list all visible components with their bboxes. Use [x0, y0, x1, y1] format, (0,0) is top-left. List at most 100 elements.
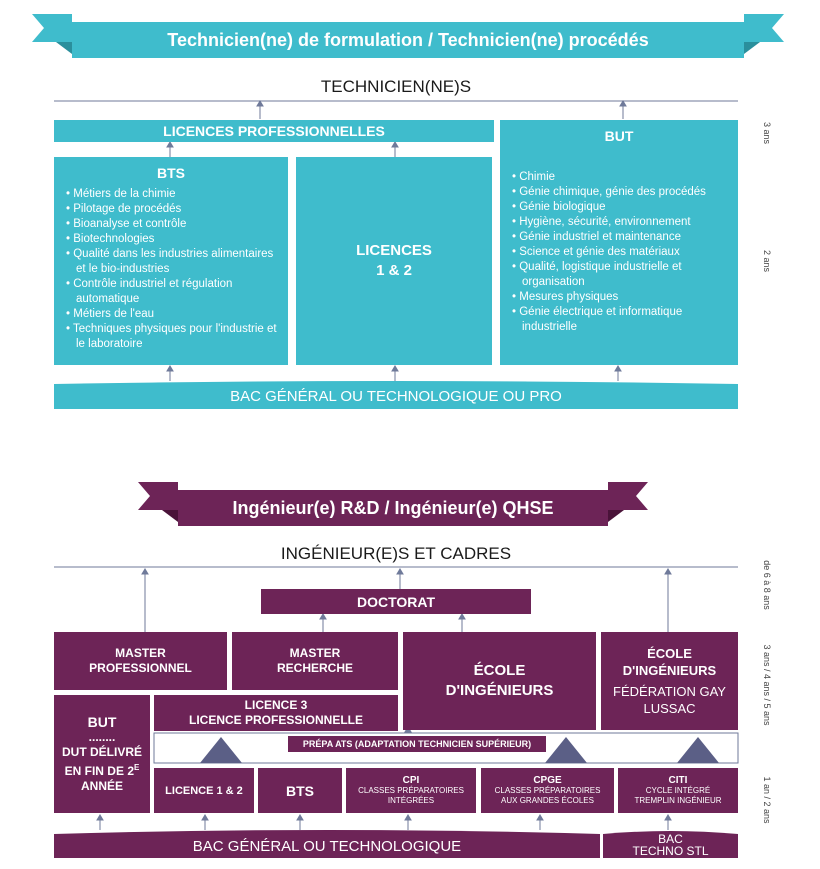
cpge-line2: CLASSES PRÉPARATOIRES [494, 785, 601, 795]
list-item: Techniques physiques pour l'industrie et… [64, 322, 278, 352]
ribbon-fold-left-plum [162, 510, 178, 522]
licences12-line1: LICENCES [356, 242, 432, 259]
licences12-box: LICENCES 1 & 2 [296, 157, 492, 365]
citi-box: CITI CYCLE INTÉGRÉ TREMPLIN INGÉNIEUR [618, 768, 738, 813]
list-item: Qualité dans les industries alimentaires… [64, 247, 278, 277]
list-item: Génie biologique [510, 200, 728, 215]
bts-bottom-box: BTS [258, 768, 342, 813]
licence3-line2: LICENCE PROFESSIONNELLE [188, 713, 364, 727]
bac-bottom: BAC GÉNÉRAL OU TECHNOLOGIQUE [54, 836, 600, 856]
side-label-3ans: 3 ans [762, 121, 772, 145]
ribbon-tail-left-plum [138, 482, 178, 510]
but-dut-title: BUT [87, 713, 117, 730]
licence12-text: LICENCE 1 & 2 [165, 784, 243, 797]
list-item: Métiers de la chimie [64, 187, 278, 202]
banner-ingenieur: Ingénieur(e) R&D / Ingénieur(e) QHSE [178, 490, 608, 526]
list-item: Métiers de l'eau [64, 307, 278, 322]
ecole-ingenieurs-right: ÉCOLE D'INGÉNIEURS FÉDÉRATION GAY LUSSAC [601, 632, 738, 730]
bac-bottom-text: BAC GÉNÉRAL OU TECHNOLOGIQUE [192, 837, 462, 855]
cpi-title: CPI [402, 774, 420, 786]
list-item: Chimie [510, 170, 728, 185]
ribbon-fold-left [56, 42, 72, 54]
list-item: Génie industriel et maintenance [510, 230, 728, 245]
list-item: Pilotage de procédés [64, 202, 278, 217]
citi-line2: CYCLE INTÉGRÉ [645, 785, 711, 795]
master-pro-line2: PROFESSIONNEL [89, 661, 192, 675]
federation-line1: FÉDÉRATION GAY [613, 684, 726, 699]
federation-line2: LUSSAC [643, 701, 696, 716]
bac-stl-line2: TECHNO STL [632, 844, 709, 858]
bts-title: BTS [157, 165, 185, 181]
cpge-title: CPGE [533, 774, 562, 786]
side-label-2ans: 2 ans [762, 249, 772, 273]
cpi-line2: CLASSES PRÉPARATOIRES [358, 785, 464, 795]
doctorat-text: DOCTORAT [356, 593, 436, 610]
bts-bottom-text: BTS [286, 782, 314, 799]
prepa-ats-box: PRÉPA ATS (ADAPTATION TECHNICIEN SUPÉRIE… [288, 736, 546, 752]
banner-technicien: Technicien(ne) de formulation / Technici… [72, 22, 744, 58]
master-rech-line2: RECHERCHE [276, 661, 353, 675]
list-item: Qualité, logistique industrielle et orga… [510, 260, 728, 290]
but-dut-line2-text: EN FIN DE 2 [64, 763, 134, 778]
but-dut-line2: EN FIN DE 2E [65, 760, 140, 779]
ribbon-tail-left [32, 14, 72, 42]
master-rech-line1: MASTER [289, 646, 341, 660]
citi-title: CITI [668, 774, 688, 786]
list-item: Contrôle industriel et régulation automa… [64, 277, 278, 307]
ribbon-tail-right-plum [608, 482, 648, 510]
master-pro-line1: MASTER [115, 646, 166, 660]
master-recherche-box: MASTER RECHERCHE [232, 632, 398, 690]
ecole-right-line2: D'INGÉNIEURS [622, 663, 717, 678]
list-item: Bioanalyse et contrôle [64, 217, 278, 232]
list-item: Mesures physiques [510, 290, 728, 305]
cpge-line3: AUX GRANDES ÉCOLES [501, 795, 594, 805]
licence3-line1: LICENCE 3 [244, 698, 308, 712]
licences-pro-text: LICENCES PROFESSIONNELLES [163, 123, 385, 139]
ribbon-tail-right [744, 14, 784, 42]
prepa-ats-text: PRÉPA ATS (ADAPTATION TECHNICIEN SUPÉRIE… [302, 739, 532, 749]
list-item: Science et génie des matériaux [510, 245, 728, 260]
bts-box: BTS Métiers de la chimie Pilotage de pro… [54, 157, 288, 365]
but-box: BUT Chimie Génie chimique, génie des pro… [500, 120, 738, 365]
list-item: Biotechnologies [64, 232, 278, 247]
side-label-1-2ans: 1 an / 2 ans [762, 776, 772, 824]
ecole-ingenieurs-center: ÉCOLE D'INGÉNIEURS [403, 632, 596, 730]
citi-line3: TREMPLIN INGÉNIEUR [634, 795, 722, 805]
master-pro-box: MASTER PROFESSIONNEL [54, 632, 227, 690]
ribbon-fold-right [744, 42, 760, 54]
bts-list: Métiers de la chimie Pilotage de procédé… [64, 187, 278, 352]
side-label-6-8ans: de 6 à 8 ans [762, 560, 772, 610]
ecole-center-line2: D'INGÉNIEURS [445, 682, 554, 699]
but-dut-line1: DUT DÉLIVRÉ [61, 744, 142, 759]
cpi-box: CPI CLASSES PRÉPARATOIRES INTÉGRÉES [346, 768, 476, 813]
heading-technicien: TECHNICIEN(NE)S [54, 76, 738, 98]
licence12-box: LICENCE 1 & 2 [154, 768, 254, 813]
list-item: Génie chimique, génie des procédés [510, 185, 728, 200]
banner-ingenieur-text: Ingénieur(e) R&D / Ingénieur(e) QHSE [232, 497, 554, 518]
heading-ingenieur: INGÉNIEUR(E)S ET CADRES [54, 543, 738, 565]
ribbon-fold-right-plum [608, 510, 624, 522]
ecole-right-line1: ÉCOLE [647, 646, 692, 661]
but-title: BUT [604, 128, 634, 144]
list-item: Génie électrique et informatique industr… [510, 305, 728, 335]
ecole-center-line1: ÉCOLE [473, 662, 526, 679]
licences12-line2: 1 & 2 [376, 262, 412, 279]
bac-top-text: BAC GÉNÉRAL OU TECHNOLOGIQUE OU PRO [230, 387, 562, 405]
cpge-box: CPGE CLASSES PRÉPARATOIRES AUX GRANDES É… [481, 768, 614, 813]
but-dut-box: BUT ........ DUT DÉLIVRÉ EN FIN DE 2E AN… [54, 695, 150, 813]
list-item: Hygiène, sécurité, environnement [510, 215, 728, 230]
but-list: Chimie Génie chimique, génie des procédé… [510, 170, 728, 335]
heading-technicien-text: TECHNICIEN(NE)S [320, 77, 472, 96]
but-dut-line3: ANNÉE [80, 778, 123, 793]
licences-pro-box: LICENCES PROFESSIONNELLES [54, 120, 494, 142]
doctorat-box: DOCTORAT [261, 589, 531, 614]
licence3-box: LICENCE 3 LICENCE PROFESSIONNELLE [154, 695, 398, 731]
bac-stl-line1: BAC [658, 832, 683, 846]
bac-top: BAC GÉNÉRAL OU TECHNOLOGIQUE OU PRO [54, 385, 738, 407]
bac-stl: BAC TECHNO STL [603, 832, 738, 858]
but-dut-sup: E [134, 762, 140, 772]
cpi-line3: INTÉGRÉES [387, 795, 435, 805]
side-label-3-5ans: 3 ans / 4 ans / 5 ans [762, 644, 772, 726]
heading-ingenieur-text: INGÉNIEUR(E)S ET CADRES [280, 544, 512, 563]
but-dut-dots: ........ [88, 729, 116, 744]
